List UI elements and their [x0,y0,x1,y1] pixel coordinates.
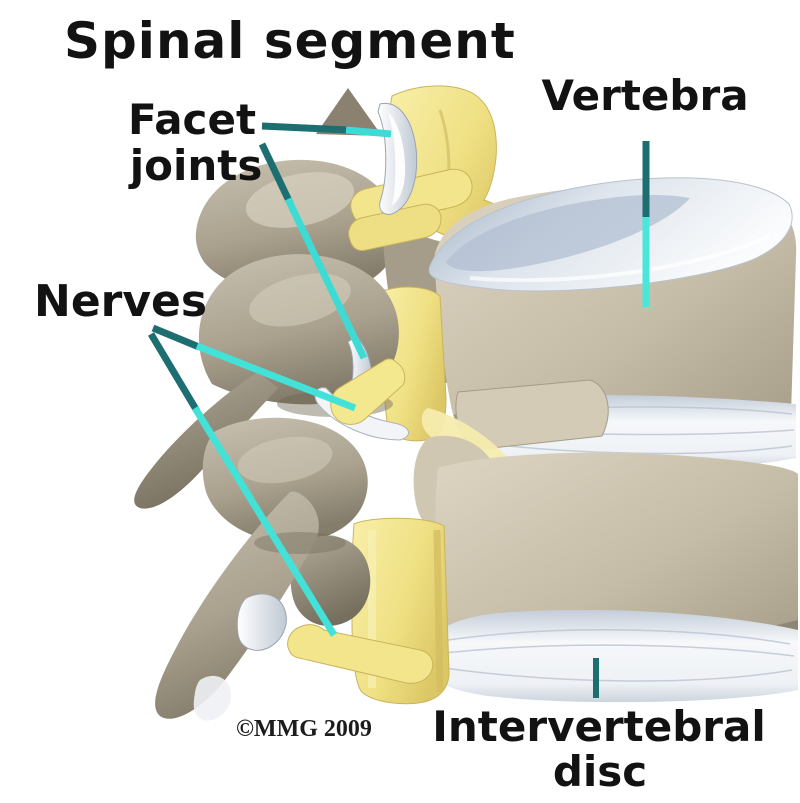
inferior-articular-block [455,379,609,451]
facet-leader-line-1-dark [261,122,349,134]
copyright-text: ©MMG 2009 [236,716,372,742]
top-process-highlight [245,172,355,228]
cord-shadow [433,529,444,693]
nerves-leader-line-2-bright [192,406,337,637]
nerves-leader-line-1-dark [151,324,201,351]
top-nerve-root-lower [348,203,442,251]
intervertebral-disc-label-line1: Intervertebral [432,702,765,751]
bottom-disc-texture [435,629,795,682]
facet-joints-label-line2: joints [128,141,263,190]
nerves-leader-line-2-dark [147,332,201,413]
top-endplate-rim [469,234,771,283]
bottom-hump-highlight [237,436,333,484]
facet-joints-label-line1: Facet [128,95,256,144]
top-facet-highlight [388,112,406,205]
shadow-under-bottom-knob [254,532,346,554]
middle-spinous-process [134,372,278,509]
facet-leader-line-2-bright [284,197,368,360]
middle-hump-highlight [249,273,351,327]
nerves-label: Nerves [34,276,207,327]
top-endplate-shading [446,195,690,272]
vertebra-label: Vertebra [541,71,748,120]
top-spinous-tip [316,88,382,136]
facet-leader-line-1-bright [345,126,392,138]
bottom-facet-lower-surface [193,675,232,721]
page-title: Spinal segment [64,12,516,70]
nerves-leader-line-1-bright [195,342,357,412]
facet-leader-line-2-dark [258,142,294,205]
bottom-facet-joint-surface [236,593,287,651]
bottom-vertebra-body [435,452,798,663]
bottom-nerve-root [287,624,434,684]
intervertebral-disc-label-line2: disc [553,747,647,796]
intervertebral-disc [423,609,798,703]
